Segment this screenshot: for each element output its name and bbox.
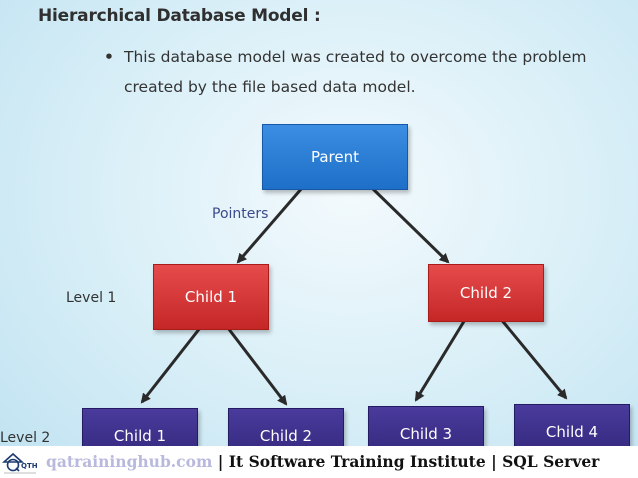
slide-title: Hierarchical Database Model : [38, 6, 321, 26]
bullet-text: This database model was created to overc… [124, 48, 587, 96]
arrow-child1-l2child2 [226, 327, 288, 406]
connector-lines [140, 186, 568, 406]
node-parent: Parent [262, 124, 408, 190]
arrow-child2-l2child4 [498, 317, 568, 400]
arrow-parent-child2 [370, 186, 450, 264]
arrow-parent-child1 [236, 187, 304, 264]
footer-tagline: | It Software Training Institute | SQL S… [212, 452, 600, 471]
footer-bar [0, 446, 638, 478]
arrow-child2-l2child3 [414, 317, 468, 402]
bullet-dot-icon: • [104, 48, 114, 66]
slide: Hierarchical Database Model : • This dat… [0, 6, 630, 446]
node-level2-child2: Child 2 [228, 408, 344, 446]
level2-label: Level 2 [0, 430, 51, 446]
bullet-point: • This database model was created to ove… [104, 42, 604, 102]
node-level1-child1: Child 1 [153, 264, 269, 330]
footer-text: qatraininghub.com | It Software Training… [46, 452, 599, 471]
arrow-child1-l2child1 [140, 327, 202, 404]
pointers-label: Pointers [212, 206, 269, 222]
svg-text:QTH: QTH [21, 462, 38, 470]
node-level2-child4: Child 4 [514, 404, 630, 446]
level1-label: Level 1 [66, 290, 117, 306]
footer-site-link[interactable]: qatraininghub.com [46, 452, 213, 471]
node-level1-child2: Child 2 [428, 264, 544, 322]
node-level2-child3: Child 3 [368, 406, 484, 446]
node-level2-child1: Child 1 [82, 408, 198, 446]
qth-logo: QTH [2, 452, 38, 474]
